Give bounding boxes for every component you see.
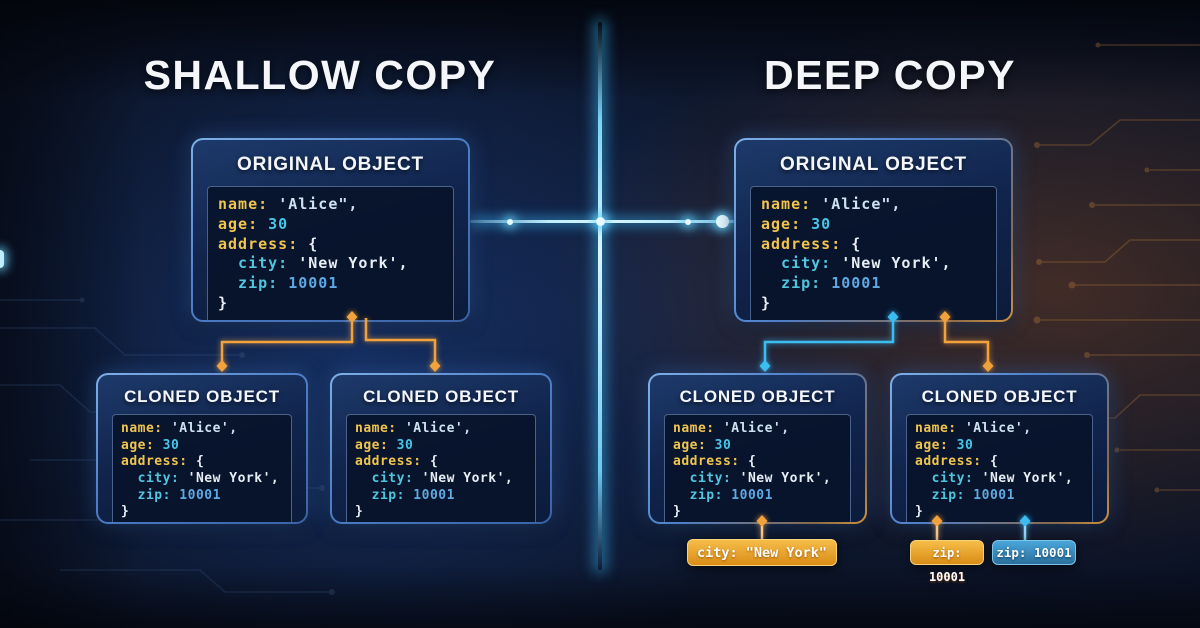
box-title: ORIGINAL OBJECT bbox=[237, 154, 424, 175]
arrow-down-diamond bbox=[759, 360, 771, 372]
box-title: CLONED OBJECT bbox=[124, 387, 280, 406]
zip-orange-chip: zip: 10001 bbox=[910, 540, 984, 584]
city-new-york-chip: city: "New York" bbox=[687, 539, 837, 566]
arrow-down-diamond bbox=[982, 360, 994, 372]
shallow-copy-title: SHALLOW COPY bbox=[143, 52, 497, 98]
arrow-down-diamond bbox=[429, 360, 441, 372]
link-cross-node bbox=[596, 217, 605, 226]
shallow-right-connector bbox=[364, 318, 441, 372]
box-title: CLONED OBJECT bbox=[679, 387, 836, 406]
box-title: ORIGINAL OBJECT bbox=[780, 154, 967, 175]
arrow-down-diamond bbox=[216, 360, 228, 372]
left-edge-glow bbox=[0, 250, 4, 268]
link-node bbox=[685, 219, 691, 225]
center-divider-beam bbox=[598, 22, 602, 570]
box-title: CLONED OBJECT bbox=[921, 387, 1078, 406]
zip-blue-chip: zip: 10001 bbox=[992, 540, 1076, 565]
link-bright-node bbox=[716, 215, 729, 228]
link-node bbox=[507, 219, 513, 225]
deep-copy-title: DEEP COPY bbox=[764, 52, 1016, 98]
box-title: CLONED OBJECT bbox=[363, 387, 519, 406]
